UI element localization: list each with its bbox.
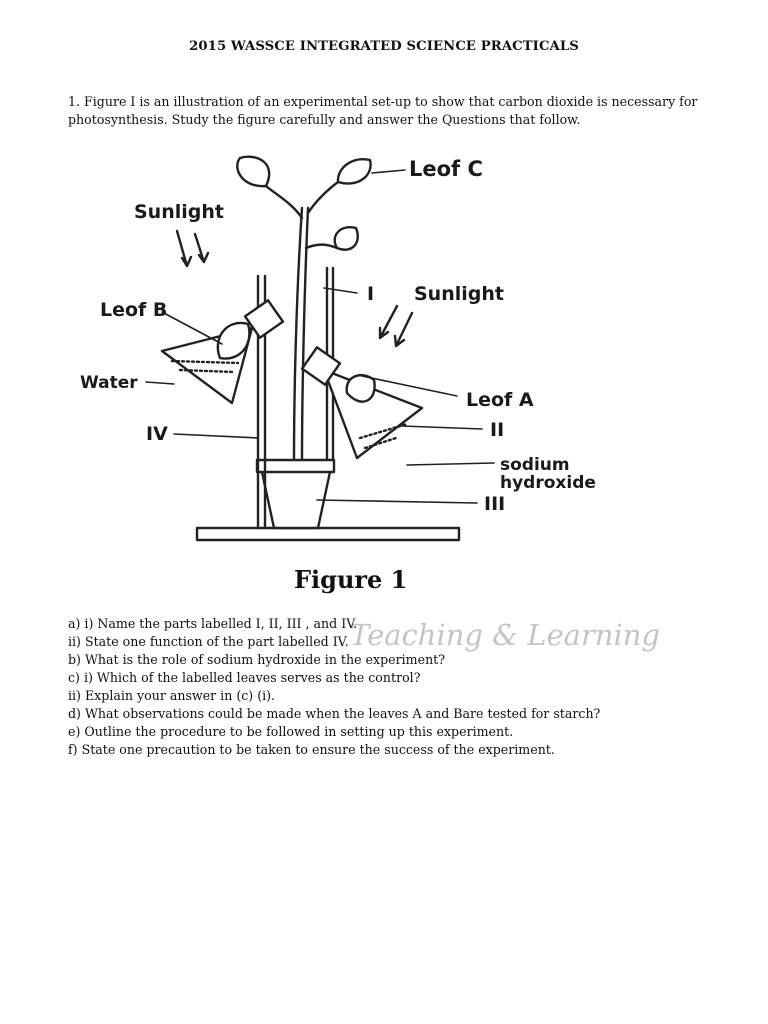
cork-left bbox=[243, 299, 285, 339]
plant-pot bbox=[255, 458, 336, 530]
question-list: a) i) Name the parts labelled I, II, III… bbox=[68, 615, 708, 759]
leaf-top-left bbox=[236, 155, 271, 188]
leaf-b bbox=[216, 321, 251, 360]
label-sunlight-right: Sunlight bbox=[414, 283, 504, 305]
plant-stem bbox=[292, 206, 310, 462]
leaf-c bbox=[336, 158, 372, 185]
label-iv: IV bbox=[146, 423, 168, 445]
question-e: e) Outline the procedure to be followed … bbox=[68, 724, 514, 739]
label-hydroxide: hydroxide bbox=[500, 473, 596, 493]
label-water: Water bbox=[80, 373, 138, 393]
intro-line-2: photosynthesis. Study the figure careful… bbox=[68, 112, 581, 127]
watermark: Teaching & Learning bbox=[350, 618, 660, 652]
stand-base bbox=[195, 526, 461, 542]
question-d: d) What observations could be made when … bbox=[68, 706, 601, 721]
question-a-ii: ii) State one function of the part label… bbox=[68, 634, 349, 649]
leaf-a bbox=[345, 374, 376, 403]
question-c-i: c) i) Which of the labelled leaves serve… bbox=[68, 670, 421, 685]
figure-caption: Figure 1 bbox=[294, 565, 407, 594]
sunlight-arrow-left-1 bbox=[175, 229, 193, 268]
label-iii: III bbox=[484, 493, 505, 515]
experiment-figure: Leof C Sunlight Sunlight Leof B Water IV… bbox=[62, 148, 652, 608]
question-b: b) What is the role of sodium hydroxide … bbox=[68, 652, 445, 667]
question-a-i: a) i) Name the parts labelled I, II, III… bbox=[68, 616, 358, 631]
label-leaf-c: Leof C bbox=[409, 157, 483, 181]
label-leaf-b: Leof B bbox=[100, 299, 167, 321]
sunlight-arrow-right-1 bbox=[378, 304, 399, 340]
cork-right bbox=[300, 346, 342, 386]
question-f: f) State one precaution to be taken to e… bbox=[68, 742, 555, 757]
label-sunlight-left: Sunlight bbox=[134, 201, 224, 223]
sunlight-arrow-right-2 bbox=[393, 311, 414, 348]
intro-paragraph: 1. Figure I is an illustration of an exp… bbox=[68, 93, 708, 129]
label-ii: II bbox=[490, 419, 504, 441]
label-leaf-a: Leof A bbox=[466, 389, 534, 411]
sunlight-arrow-left-2 bbox=[193, 232, 210, 264]
label-i: I bbox=[367, 283, 374, 305]
experiment-diagram: Leof C Sunlight Sunlight Leof B Water IV… bbox=[80, 155, 596, 594]
document-title: 2015 WASSCE INTEGRATED SCIENCE PRACTICAL… bbox=[189, 39, 579, 54]
question-c-ii: ii) Explain your answer in (c) (i). bbox=[68, 688, 276, 703]
intro-line-1: 1. Figure I is an illustration of an exp… bbox=[68, 94, 698, 109]
label-sodium: sodium bbox=[500, 455, 570, 475]
leaf-right bbox=[333, 226, 359, 251]
